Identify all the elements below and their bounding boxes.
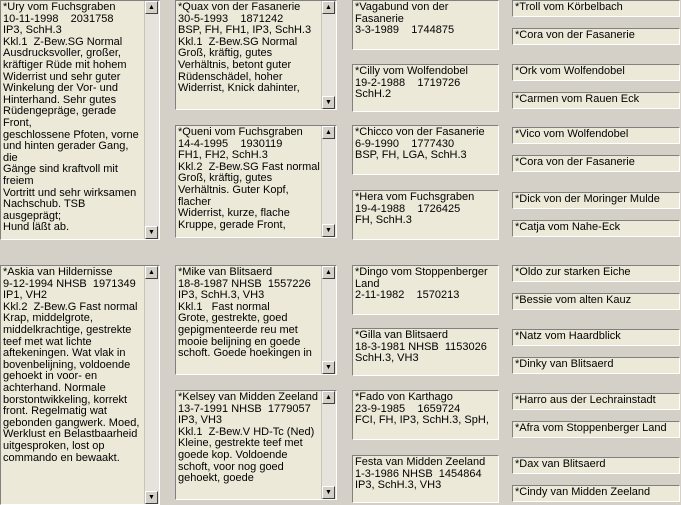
scroll-down-arrow-icon[interactable]: ▼ [145, 491, 158, 504]
great-grandparent-1-dog-1[interactable]: *Troll vom Körbelbach [512, 0, 680, 17]
scroll-up-arrow-icon[interactable]: ▲ [322, 266, 335, 279]
granddam-2-dog-1-text: *Hera vom Fuchsgraben 19-4-1988 1726425 … [355, 192, 475, 227]
great-grandparent-label: *Troll vom Körbelbach [515, 2, 623, 13]
great-grandparent-label: *Ork vom Wolfendobel [515, 66, 625, 77]
sire-dog-2-text: *Mike van Blitsaerd 18-8-1987 NHSB 15572… [178, 267, 312, 360]
great-grandparent-label: *Oldo zur starken Eiche [515, 267, 631, 278]
granddam-1-dog-2-text: *Gilla van Blitsaerd 18-3-1981 NHSB 1153… [355, 330, 487, 365]
great-grandparent-4-dog-1[interactable]: *Carmen vom Rauen Eck [512, 92, 680, 109]
dam-dog-2[interactable]: *Kelsey van Midden Zeeland 13-7-1991 NHS… [175, 390, 337, 500]
great-grandparent-5-dog-2[interactable]: *Harro aus der Lechrainstadt [512, 393, 680, 410]
grandsire-1-dog-1[interactable]: *Vagabund von der Fasanerie 3-3-1989 174… [352, 0, 499, 50]
grandsire-2-dog-1-text: *Chicco von der Fasanerie 6-9-1990 17774… [355, 127, 485, 162]
scroll-up-arrow-icon[interactable]: ▲ [322, 126, 335, 139]
grandsire-1-dog-1-text: *Vagabund von der Fasanerie 3-3-1989 174… [355, 2, 455, 37]
great-grandparent-label: *Natz vom Haardblick [515, 331, 621, 342]
great-grandparent-label: *Bessie vom alten Kauz [515, 295, 632, 306]
scroll-up-arrow-icon[interactable]: ▲ [145, 266, 158, 279]
grandsire-2-dog-2[interactable]: *Fado von Karthago 23-9-1985 1659724 FCI… [352, 390, 499, 440]
grandsire-2-dog-1[interactable]: *Chicco von der Fasanerie 6-9-1990 17774… [352, 125, 499, 175]
great-grandparent-6-dog-2[interactable]: *Afra vom Stoppenberger Land [512, 421, 680, 438]
dam-dog-2-text: *Kelsey van Midden Zeeland 13-7-1991 NHS… [178, 392, 319, 485]
great-grandparent-label: *Cora von der Fasanerie [515, 30, 635, 41]
sire-dog-1-text: *Quax von der Fasanerie 30-5-1993 187124… [178, 2, 312, 95]
great-grandparent-label: *Afra vom Stoppenberger Land [515, 423, 667, 434]
great-grandparent-7-dog-2[interactable]: *Dax van Blitsaerd [512, 457, 680, 474]
great-grandparent-8-dog-1[interactable]: *Catja vom Nahe-Eck [512, 220, 680, 237]
subject-dog-2[interactable]: *Askia van Hildernisse 9-12-1994 NHSB 19… [0, 265, 160, 505]
great-grandparent-label: *Harro aus der Lechrainstadt [515, 395, 656, 406]
great-grandparent-1-dog-2[interactable]: *Oldo zur starken Eiche [512, 265, 680, 282]
scroll-down-arrow-icon[interactable]: ▼ [322, 96, 335, 109]
scrollbar[interactable]: ▲ ▼ [321, 1, 336, 109]
scroll-up-arrow-icon[interactable]: ▲ [145, 1, 158, 14]
great-grandparent-3-dog-2[interactable]: *Natz vom Haardblick [512, 329, 680, 346]
dam-dog-1[interactable]: *Queni vom Fuchsgraben 14-4-1995 1930119… [175, 125, 337, 238]
great-grandparent-2-dog-1[interactable]: *Cora von der Fasanerie [512, 28, 680, 45]
grandsire-1-dog-2[interactable]: *Dingo vom Stoppenberger Land 2-11-1982 … [352, 265, 499, 315]
granddam-1-dog-1-text: *Cilly vom Wolfendobel 19-2-1988 1719726… [355, 66, 468, 101]
granddam-2-dog-2-text: Festa van Midden Zeeland 1-3-1986 NHSB 1… [355, 457, 486, 492]
scroll-down-arrow-icon[interactable]: ▼ [322, 224, 335, 237]
great-grandparent-label: *Vico vom Wolfendobel [515, 129, 629, 140]
great-grandparent-label: *Dick von der Moringer Mulde [515, 194, 660, 205]
great-grandparent-label: *Dax van Blitsaerd [515, 459, 606, 470]
dam-dog-1-text: *Queni vom Fuchsgraben 14-4-1995 1930119… [178, 127, 320, 231]
scroll-up-arrow-icon[interactable]: ▲ [322, 1, 335, 14]
scrollbar[interactable]: ▲ ▼ [144, 266, 159, 504]
great-grandparent-5-dog-1[interactable]: *Vico vom Wolfendobel [512, 127, 680, 144]
sire-dog-1[interactable]: *Quax von der Fasanerie 30-5-1993 187124… [175, 0, 337, 110]
great-grandparent-2-dog-2[interactable]: *Bessie vom alten Kauz [512, 293, 680, 310]
scrollbar[interactable]: ▲ ▼ [321, 391, 336, 499]
subject-dog-1-text: *Ury vom Fuchsgraben 10-11-1998 2031758 … [3, 2, 139, 234]
granddam-1-dog-1[interactable]: *Cilly vom Wolfendobel 19-2-1988 1719726… [352, 64, 499, 112]
scrollbar[interactable]: ▲ ▼ [321, 126, 336, 237]
granddam-2-dog-1[interactable]: *Hera vom Fuchsgraben 19-4-1988 1726425 … [352, 190, 499, 240]
scroll-up-arrow-icon[interactable]: ▲ [322, 391, 335, 404]
subject-dog-1[interactable]: *Ury vom Fuchsgraben 10-11-1998 2031758 … [0, 0, 160, 240]
scrollbar[interactable]: ▲ ▼ [321, 266, 336, 374]
great-grandparent-label: *Catja vom Nahe-Eck [515, 222, 621, 233]
great-grandparent-label: *Cindy van Midden Zeeland [515, 487, 651, 498]
sire-dog-2[interactable]: *Mike van Blitsaerd 18-8-1987 NHSB 15572… [175, 265, 337, 375]
grandsire-2-dog-2-text: *Fado von Karthago 23-9-1985 1659724 FCI… [355, 392, 489, 427]
scrollbar[interactable]: ▲ ▼ [144, 1, 159, 239]
granddam-1-dog-2[interactable]: *Gilla van Blitsaerd 18-3-1981 NHSB 1153… [352, 328, 499, 376]
scroll-down-arrow-icon[interactable]: ▼ [145, 226, 158, 239]
great-grandparent-label: *Carmen vom Rauen Eck [515, 94, 640, 105]
great-grandparent-8-dog-2[interactable]: *Cindy van Midden Zeeland [512, 485, 680, 502]
grandsire-1-dog-2-text: *Dingo vom Stoppenberger Land 2-11-1982 … [355, 267, 488, 302]
granddam-2-dog-2[interactable]: Festa van Midden Zeeland 1-3-1986 NHSB 1… [352, 455, 499, 503]
great-grandparent-4-dog-2[interactable]: *Dinky van Blitsaerd [512, 357, 680, 374]
great-grandparent-6-dog-1[interactable]: *Cora von der Fasanerie [512, 155, 680, 172]
great-grandparent-label: *Dinky van Blitsaerd [515, 359, 614, 370]
scroll-down-arrow-icon[interactable]: ▼ [322, 486, 335, 499]
subject-dog-2-text: *Askia van Hildernisse 9-12-1994 NHSB 19… [3, 267, 140, 464]
scroll-down-arrow-icon[interactable]: ▼ [322, 361, 335, 374]
great-grandparent-3-dog-1[interactable]: *Ork vom Wolfendobel [512, 64, 680, 81]
great-grandparent-label: *Cora von der Fasanerie [515, 157, 635, 168]
great-grandparent-7-dog-1[interactable]: *Dick von der Moringer Mulde [512, 192, 680, 209]
